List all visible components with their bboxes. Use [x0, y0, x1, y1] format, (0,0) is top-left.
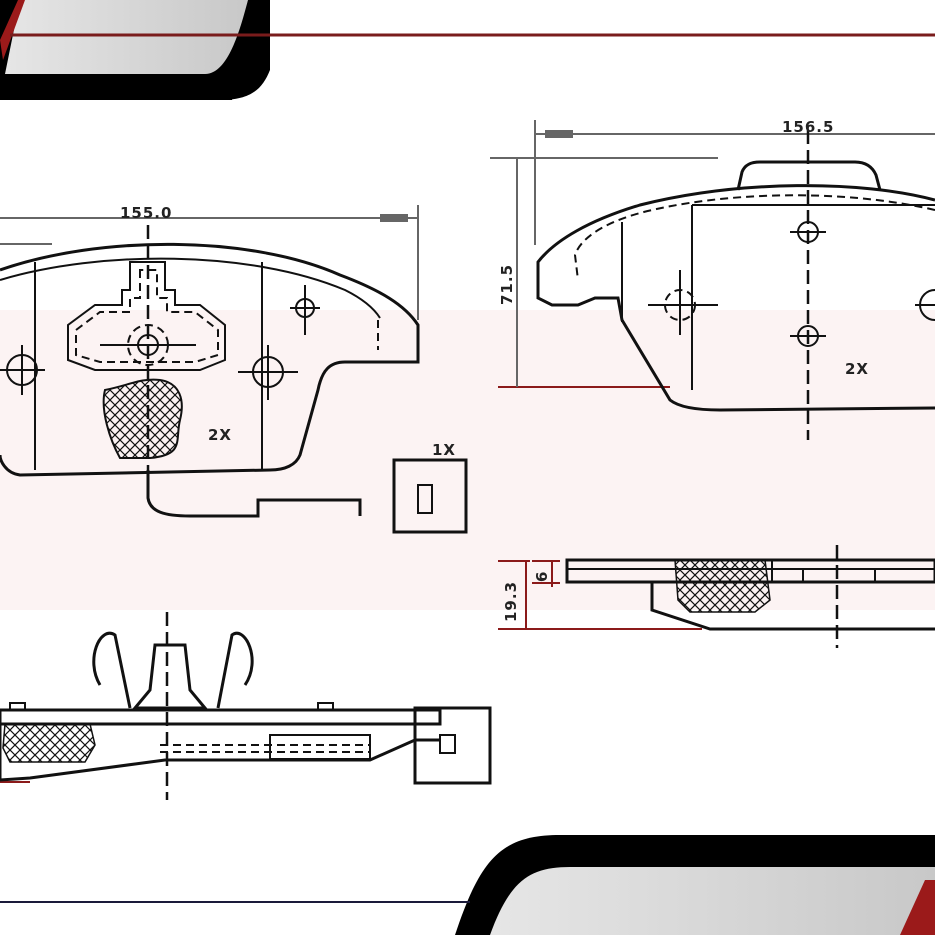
left-pad-front-view [0, 205, 468, 534]
width-dimension-right: 156.5 [782, 118, 834, 136]
right-pad-front-view [490, 120, 935, 440]
left-pad-side-view [0, 612, 492, 800]
quantity-label-right: 2X [845, 360, 869, 378]
quantity-label-left: 2X [208, 426, 232, 444]
top-banner [0, 0, 935, 100]
backing-plate-dimension: 6 [533, 571, 551, 582]
bottom-banner [0, 835, 935, 935]
right-pad-side-view [498, 545, 935, 648]
width-dimension-left: 155.0 [120, 204, 172, 222]
quantity-label-sensor: 1X [432, 441, 456, 459]
height-dimension-right: 71.5 [498, 264, 516, 305]
thickness-dimension: 19.3 [502, 581, 520, 622]
